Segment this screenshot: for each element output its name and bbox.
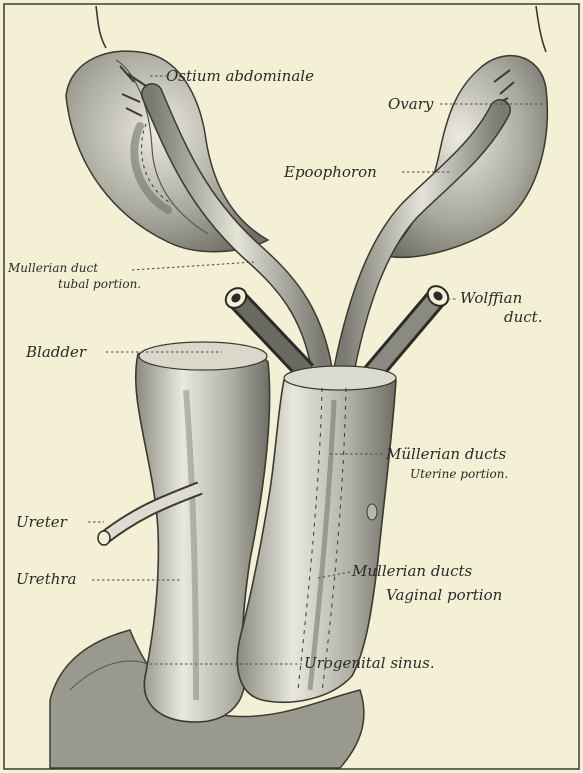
label-mullerian-ducts-vaginal: Mullerian ducts [351,562,473,580]
label-tubal-portion: tubal portion. [58,277,141,291]
label-bladder: Bladder [25,343,87,361]
label-wolffian-duct: duct. [504,308,542,326]
label-ureter: Ureter [16,513,68,531]
label-uterine-portion: Uterine portion. [410,467,508,481]
label-ovary: Ovary [388,95,434,113]
label-mullerian-ducts-uterine: Müllerian ducts [385,445,507,463]
label-wolffian: Wolffian [460,289,522,307]
label-mullerian-duct: Mullerian duct [7,261,98,275]
leader-mullerian-tubal [132,262,254,270]
label-ostium-abdominale: Ostium abdominale [166,67,314,85]
right-suspending-cord [536,6,546,52]
label-urethra: Urethra [16,570,77,588]
label-urogenital-sinus: Urogenital sinus. [304,654,435,672]
label-vaginal-portion: Vaginal portion [386,586,502,604]
label-epoophoron: Epoophoron [283,163,377,181]
left-suspending-cord [96,6,106,48]
